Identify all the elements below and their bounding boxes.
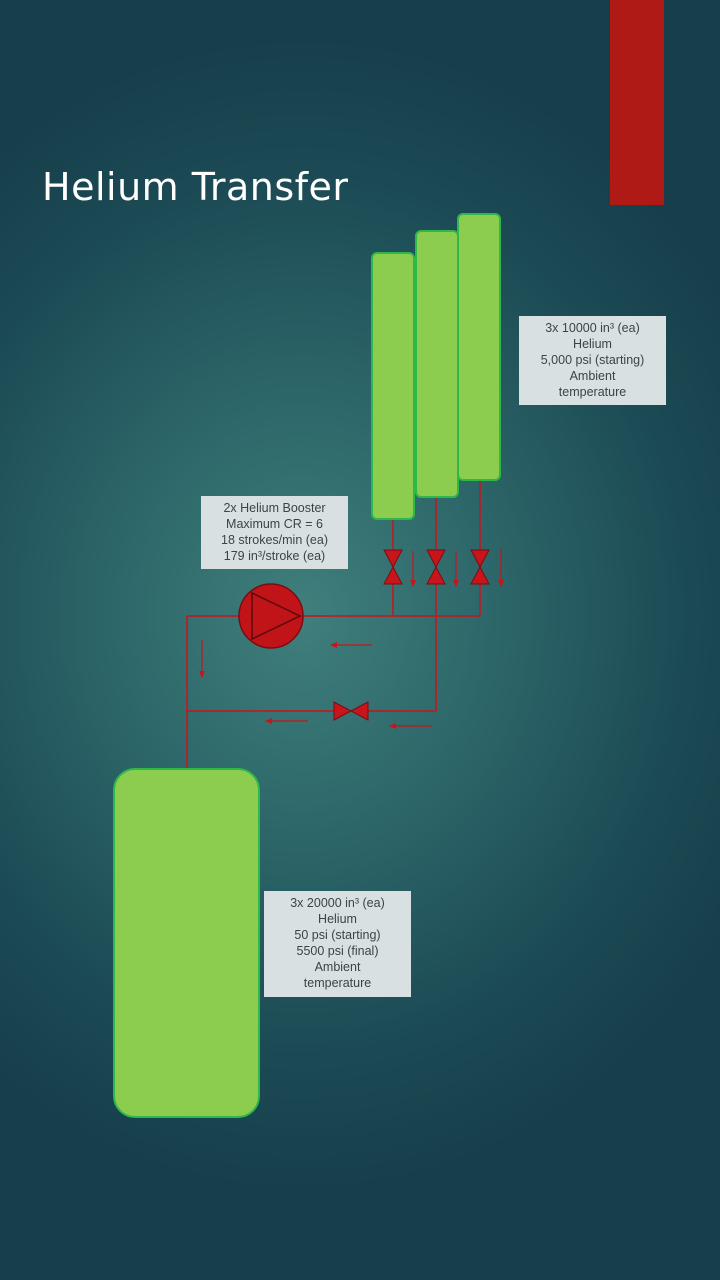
label-line: 3x 20000 in³ (ea): [290, 896, 385, 910]
valve-icon: [426, 549, 446, 585]
valve-icon: [383, 549, 403, 585]
accent-bar: [610, 0, 664, 205]
label-line: 18 strokes/min (ea): [221, 533, 328, 547]
booster-label: 2x Helium Booster Maximum CR = 6 18 stro…: [201, 496, 348, 569]
label-line: 2x Helium Booster: [223, 501, 326, 515]
bypass-valve-icon: [333, 701, 369, 721]
label-line: 5,000 psi (starting): [540, 353, 645, 367]
label-line: 5500 psi (final): [296, 944, 379, 958]
label-line: Ambient: [569, 369, 616, 383]
label-line: Helium: [318, 912, 357, 926]
label-line: Maximum CR = 6: [226, 517, 323, 531]
supply-cylinder-1: [371, 252, 415, 520]
supply-cylinder-2: [415, 230, 459, 498]
slide-title: Helium Transfer: [42, 165, 349, 209]
label-line: 179 in³/stroke (ea): [223, 549, 326, 563]
label-line: Helium: [573, 337, 612, 351]
label-line: temperature: [303, 976, 372, 990]
label-line: 3x 10000 in³ (ea): [545, 321, 640, 335]
booster-pump-icon: [238, 583, 304, 649]
label-line: Ambient: [314, 960, 361, 974]
label-line: temperature: [558, 385, 627, 399]
supply-cylinder-label: 3x 10000 in³ (ea) Helium 5,000 psi (star…: [519, 316, 666, 405]
receiver-cylinder-label: 3x 20000 in³ (ea) Helium 50 psi (startin…: [264, 891, 411, 997]
label-line: 50 psi (starting): [294, 928, 381, 942]
receiver-cylinder: [113, 768, 260, 1118]
valve-icon: [470, 549, 490, 585]
supply-cylinder-3: [457, 213, 501, 481]
